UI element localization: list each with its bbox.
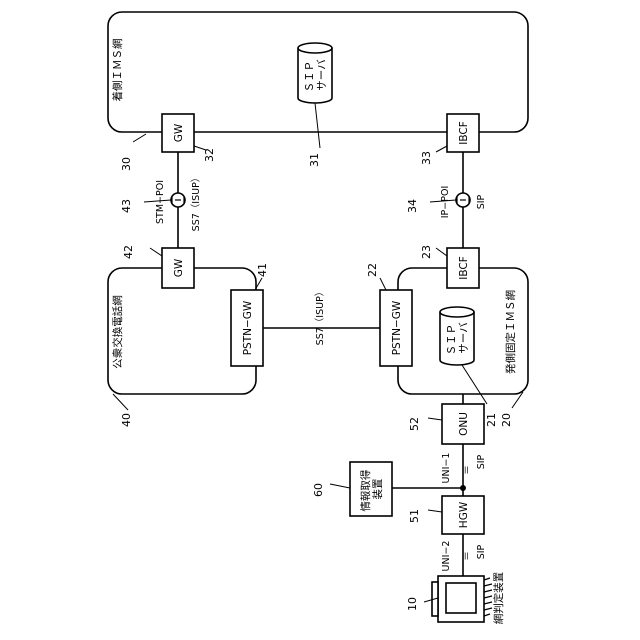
ref-60: 60 [312, 483, 325, 497]
leader-22 [380, 278, 386, 290]
terminal-label: 網判定装置 [492, 572, 505, 625]
ref-23: 23 [420, 245, 433, 259]
svg-text:ＳＩＰ サーバ: ＳＩＰ サーバ [446, 321, 470, 356]
leader-40 [113, 394, 128, 410]
leader-23 [436, 248, 447, 256]
ref-20: 20 [500, 413, 513, 427]
gw-callee-label: GW [173, 123, 185, 142]
leader-30 [133, 134, 146, 142]
uni1-label: UNI−1 [441, 453, 452, 484]
ref-32: 32 [203, 148, 216, 162]
ref-52: 52 [408, 417, 421, 431]
sip-server-callee-label-2: サーバ [316, 59, 328, 91]
stm-poi-label: STM−POI [155, 180, 166, 224]
sip-server-caller-label-2: サーバ [458, 322, 470, 354]
uni2-label: UNI−2 [441, 541, 452, 572]
leader-31 [315, 103, 320, 148]
pstn-gw-caller-label: PSTN−GW [391, 300, 403, 355]
ss7-isup-label-2: SS7（ISUP） [314, 287, 326, 346]
leader-51 [428, 510, 442, 512]
sip-server-callee-label-1: ＳＩＰ [304, 61, 316, 93]
ref-31: 31 [308, 153, 321, 167]
ip-poi-connector [456, 193, 470, 207]
terminal-icon [432, 576, 492, 622]
svg-text:ＳＩＰ サーバ: ＳＩＰ サーバ [304, 58, 328, 93]
ref-40: 40 [120, 413, 133, 427]
info-device-label-2: 装置 [371, 479, 384, 500]
hgw-label: HGW [458, 501, 470, 528]
ref-22: 22 [366, 263, 379, 277]
ref-34: 34 [406, 199, 419, 213]
leader-33 [436, 146, 447, 152]
gw-pstn-label: GW [173, 258, 185, 277]
callee-ims-network-label: 着側ＩＭＳ網 [111, 39, 124, 102]
onu-label: ONU [458, 412, 470, 436]
ref-42: 42 [122, 245, 135, 259]
ss7-isup-label-1: SS7（ISUP） [190, 173, 202, 232]
uni2-sip-label: SIP [476, 544, 487, 559]
pstn-gw-pstn-label: PSTN−GW [242, 300, 254, 355]
uni1-sip-label: SIP [476, 454, 487, 469]
stm-poi-connector [171, 193, 185, 207]
ibcf-caller-label: IBCF [458, 256, 470, 280]
pstn-network-label: 公衆交換電話網 [111, 295, 124, 369]
info-device-label-1: 情報取得 [359, 470, 372, 512]
ref-30: 30 [120, 157, 133, 171]
sip-server-caller: ＳＩＰ サーバ [440, 307, 474, 365]
ref-10: 10 [406, 597, 419, 611]
ref-33: 33 [420, 151, 433, 165]
ref-41: 41 [256, 263, 269, 277]
ref-43: 43 [120, 199, 133, 213]
leader-21 [462, 365, 487, 404]
leader-42 [150, 248, 162, 256]
uni2-eq: ＝ [462, 551, 473, 561]
ref-51: 51 [408, 509, 421, 523]
sip-label-1: SIP [476, 194, 487, 209]
uni1-eq: ＝ [462, 465, 473, 475]
ibcf-callee-label: IBCF [458, 121, 470, 145]
leader-60 [330, 484, 350, 488]
ref-21: 21 [485, 413, 498, 427]
sip-server-callee: ＳＩＰ サーバ [298, 43, 332, 103]
ip-poi-label: IP−POI [440, 186, 451, 219]
caller-ims-network-label: 発側固定ＩＭＳ網 [504, 290, 517, 374]
sip-server-caller-label-1: ＳＩＰ [446, 324, 458, 356]
leader-52 [428, 418, 442, 420]
